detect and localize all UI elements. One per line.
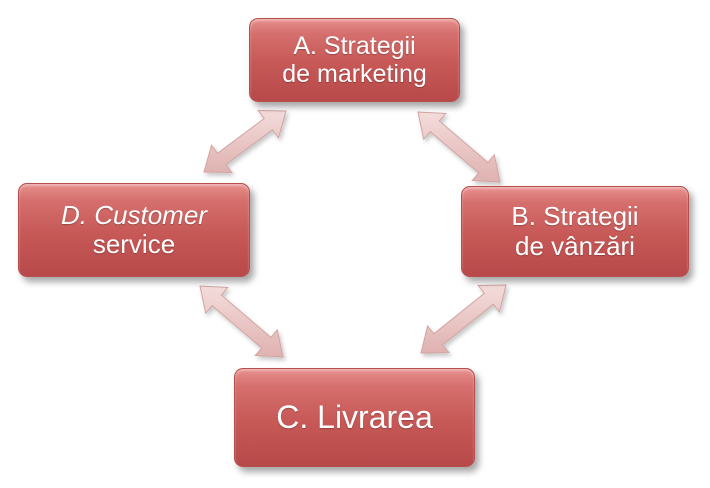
- double-arrow-c-d: [199, 285, 284, 358]
- double-arrow-shape-c-d: [199, 285, 284, 358]
- double-arrow-shape-d-a: [203, 109, 287, 174]
- node-a-line1: A. Strategii: [293, 32, 416, 60]
- node-d-line2: service: [92, 229, 176, 259]
- double-arrow-shape-b-c: [420, 284, 507, 354]
- double-arrow-a-b: [417, 111, 501, 183]
- node-delivery: C. Livrarea: [234, 368, 475, 467]
- double-arrow-d-a: [203, 109, 287, 174]
- node-a-line2: de marketing: [282, 60, 427, 88]
- node-b-line1: B. Strategii: [511, 201, 639, 232]
- node-b-line2: de vânzări: [515, 230, 635, 261]
- node-c-label: C. Livrarea: [276, 398, 433, 436]
- double-arrow-shape-a-b: [417, 111, 501, 183]
- double-arrow-b-c: [420, 284, 507, 354]
- node-c-line1: C. Livrarea: [276, 398, 433, 435]
- node-d-line1: D. Customer: [61, 199, 207, 230]
